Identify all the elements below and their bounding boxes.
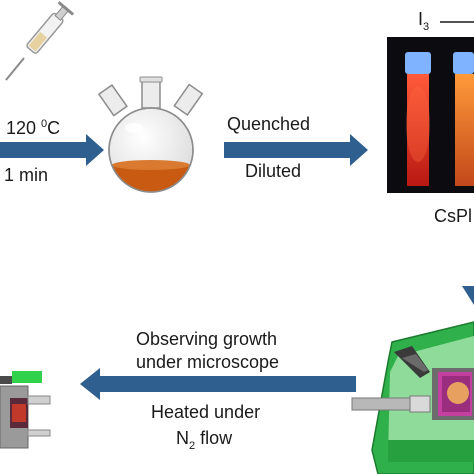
step1-time-label: 1 min [4, 165, 48, 185]
arrow-step2 [224, 134, 368, 166]
syringe-icon [5, 1, 75, 81]
arrow-step3-head [462, 286, 474, 305]
vial-photo [387, 37, 474, 193]
step4-heat-label-line2: N2 flow [176, 428, 233, 452]
step4-heat-label-line1: Heated under [151, 402, 260, 422]
heating-stage-icon [351, 321, 474, 474]
step2-quench-label: Quenched [227, 114, 310, 134]
step4-observe-label-line2: under microscope [136, 352, 279, 372]
sample-top-label: I3 [418, 9, 429, 33]
three-neck-flask-icon [97, 76, 204, 193]
arrow-step4 [80, 368, 356, 400]
step1-temperature-label: 120 0C [6, 118, 60, 138]
step4-observe-label-line1: Observing growth [136, 329, 277, 349]
arrow-step1 [0, 134, 104, 166]
step2-dilute-label: Diluted [245, 161, 301, 181]
microscope-icon [0, 371, 51, 449]
sample-caption: CsPl [434, 206, 472, 226]
